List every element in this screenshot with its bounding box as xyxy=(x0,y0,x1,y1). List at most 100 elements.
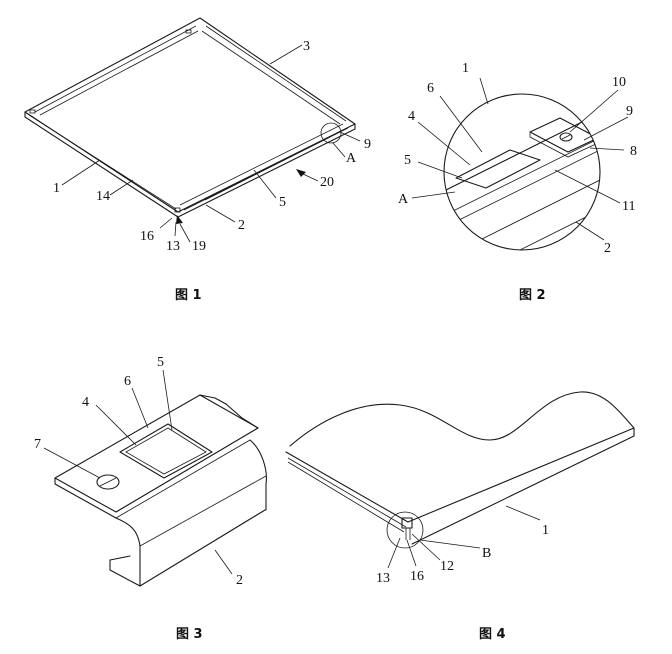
leader-3 xyxy=(269,44,303,65)
leader-9 xyxy=(339,131,361,142)
leader-fig4-1 xyxy=(505,505,541,521)
leader-fig3-2 xyxy=(214,549,233,575)
label-fig2-9: 9 xyxy=(626,104,633,119)
label-fig2-11: 11 xyxy=(622,199,635,214)
panel-right-edge xyxy=(411,427,635,545)
label-fig2-1: 1 xyxy=(462,61,469,76)
screw-9 xyxy=(559,132,573,142)
label-9: 9 xyxy=(364,137,371,152)
label-16: 16 xyxy=(140,229,154,244)
back-rail-inner-1 xyxy=(34,25,197,113)
label-fig4-16: 16 xyxy=(410,569,424,584)
screw-slot xyxy=(561,134,571,140)
figure-2: 1 6 10 9 4 8 5 A 11 2 图 2 xyxy=(398,61,637,303)
leader-13 xyxy=(174,221,177,237)
label-fig4-12: 12 xyxy=(440,559,454,574)
label-14: 14 xyxy=(96,189,110,204)
arrow-20-leader xyxy=(302,173,319,182)
leader-fig2-10 xyxy=(569,89,619,133)
label-1: 1 xyxy=(53,181,60,196)
top-flange-edge xyxy=(54,477,117,519)
label-fig2-2: 2 xyxy=(604,241,611,256)
rail-line-1 xyxy=(444,127,600,216)
rail-line-3 xyxy=(479,169,600,241)
leader-fig2-a xyxy=(411,191,456,199)
leader-16 xyxy=(159,217,173,229)
leader-5 xyxy=(253,169,277,199)
label-fig2-4: 4 xyxy=(408,109,415,124)
rail-line-1 xyxy=(287,457,407,528)
figure-1: 3 9 A 20 5 2 1 14 16 13 19 图 1 xyxy=(24,17,371,303)
screw-7-slot xyxy=(99,477,117,487)
corner-clip-left xyxy=(29,109,36,114)
label-fig2-5: 5 xyxy=(404,153,411,168)
figure-3: 5 6 4 7 2 图 3 xyxy=(34,355,267,642)
caption-figure-4: 图 4 xyxy=(479,627,506,642)
panel-edge xyxy=(24,111,356,218)
leader-fig2-1 xyxy=(479,77,489,105)
panel-edge-line xyxy=(444,117,600,199)
label-20: 20 xyxy=(320,175,334,190)
front-rail-inner-1 xyxy=(179,123,344,206)
label-fig2-a: A xyxy=(398,192,409,207)
leader-fig2-2 xyxy=(575,221,605,241)
side-rail-inner-1 xyxy=(205,25,347,122)
leader-fig2-11 xyxy=(554,169,621,204)
leader-1 xyxy=(61,159,101,186)
leader-fig4-12 xyxy=(411,533,441,561)
detail-circle-a xyxy=(320,122,342,144)
rail-line-2 xyxy=(287,461,405,533)
rail-line-4 xyxy=(509,199,600,250)
label-fig4-13: 13 xyxy=(376,571,390,586)
window-5 xyxy=(125,427,207,475)
caption-figure-2: 图 2 xyxy=(519,288,546,303)
figure-4: 1 B 12 13 16 图 4 xyxy=(285,391,635,642)
flange-rear-curve xyxy=(199,394,227,405)
leader-fig4-b xyxy=(419,539,481,549)
detail-circle-b xyxy=(386,511,424,549)
leader-fig2-4 xyxy=(417,121,471,166)
label-fig3-2: 2 xyxy=(236,573,243,588)
leader-14 xyxy=(109,179,134,196)
leader-fig3-6 xyxy=(131,387,149,429)
arrow-20 xyxy=(296,169,306,177)
label-fig2-6: 6 xyxy=(427,81,434,96)
leader-fig2-8 xyxy=(589,147,625,151)
label-fig3-6: 6 xyxy=(124,374,131,389)
leader-fig3-4 xyxy=(95,404,137,446)
rail-line-2 xyxy=(454,139,600,223)
arrow-19 xyxy=(176,215,183,224)
caption-figure-3: 图 3 xyxy=(176,627,203,642)
panel-break-line xyxy=(289,391,635,447)
label-3: 3 xyxy=(303,39,310,54)
leader-19 xyxy=(179,223,191,243)
label-a: A xyxy=(346,151,357,166)
bend-line-2 xyxy=(115,439,251,519)
clamp-plate-edge xyxy=(529,132,599,158)
screw-7 xyxy=(96,474,120,490)
leader-fig4-16 xyxy=(406,539,417,567)
label-fig3-7: 7 xyxy=(34,437,41,452)
label-fig2-10: 10 xyxy=(612,75,626,90)
leader-fig3-7 xyxy=(43,447,101,479)
window-4 xyxy=(119,423,213,479)
bend-line-1 xyxy=(115,427,259,513)
corner-clip-front xyxy=(174,207,181,213)
leader-fig2-5 xyxy=(417,161,463,179)
leader-2 xyxy=(205,204,236,223)
back-rail-inner-2 xyxy=(39,30,199,116)
label-fig3-4: 4 xyxy=(82,395,89,410)
side-rail-inner-2 xyxy=(201,30,341,125)
leader-fig3-5 xyxy=(162,369,173,431)
caption-figure-1: 图 1 xyxy=(175,288,202,303)
front-rail-slot xyxy=(204,136,331,201)
label-fig4-b: B xyxy=(482,546,491,561)
label-2: 2 xyxy=(238,218,245,233)
corner-block-12 xyxy=(401,517,413,529)
label-19: 19 xyxy=(192,239,206,254)
rail-top-edge xyxy=(285,451,409,523)
label-fig3-5: 5 xyxy=(157,355,164,370)
channel-inner-line xyxy=(139,475,267,547)
leader-fig2-6 xyxy=(439,95,483,153)
